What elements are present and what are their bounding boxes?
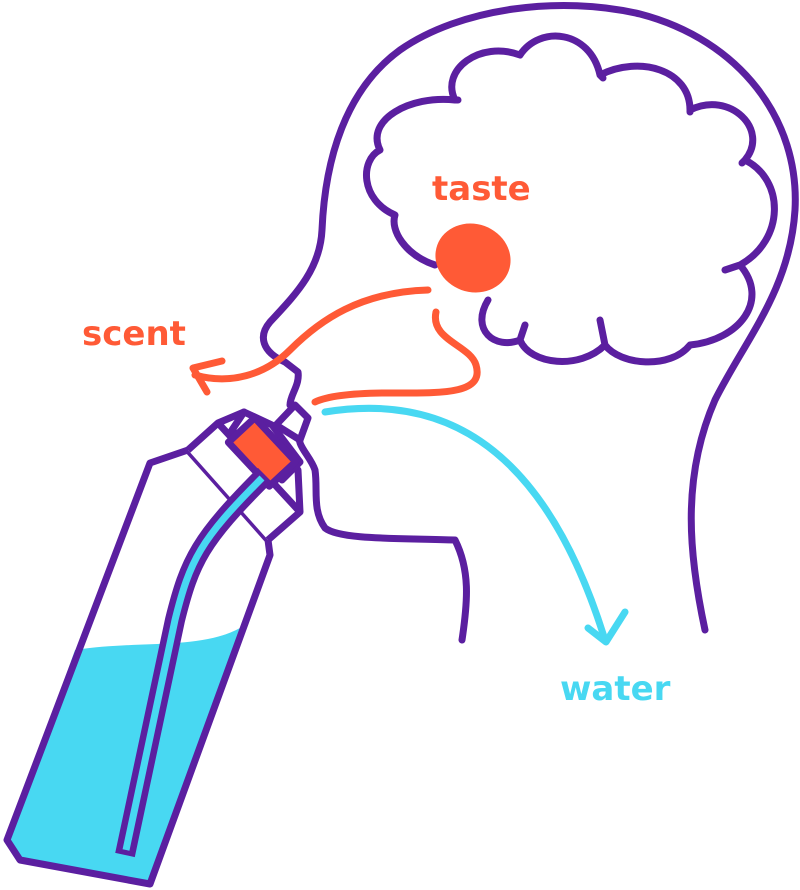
label-water: water (560, 669, 671, 709)
label-taste: taste (432, 169, 531, 209)
straw-icon (122, 475, 265, 851)
brain-icon (363, 32, 778, 366)
scent-arrow (191, 286, 432, 383)
water-arrowhead (584, 608, 629, 646)
water-bottle-icon (3, 401, 312, 888)
taste-path (311, 308, 481, 406)
scent-arrowhead (189, 357, 226, 396)
water-arrow (321, 404, 609, 644)
head-outline (259, 1, 799, 644)
taste-spot (435, 223, 511, 293)
label-scent: scent (82, 314, 186, 354)
